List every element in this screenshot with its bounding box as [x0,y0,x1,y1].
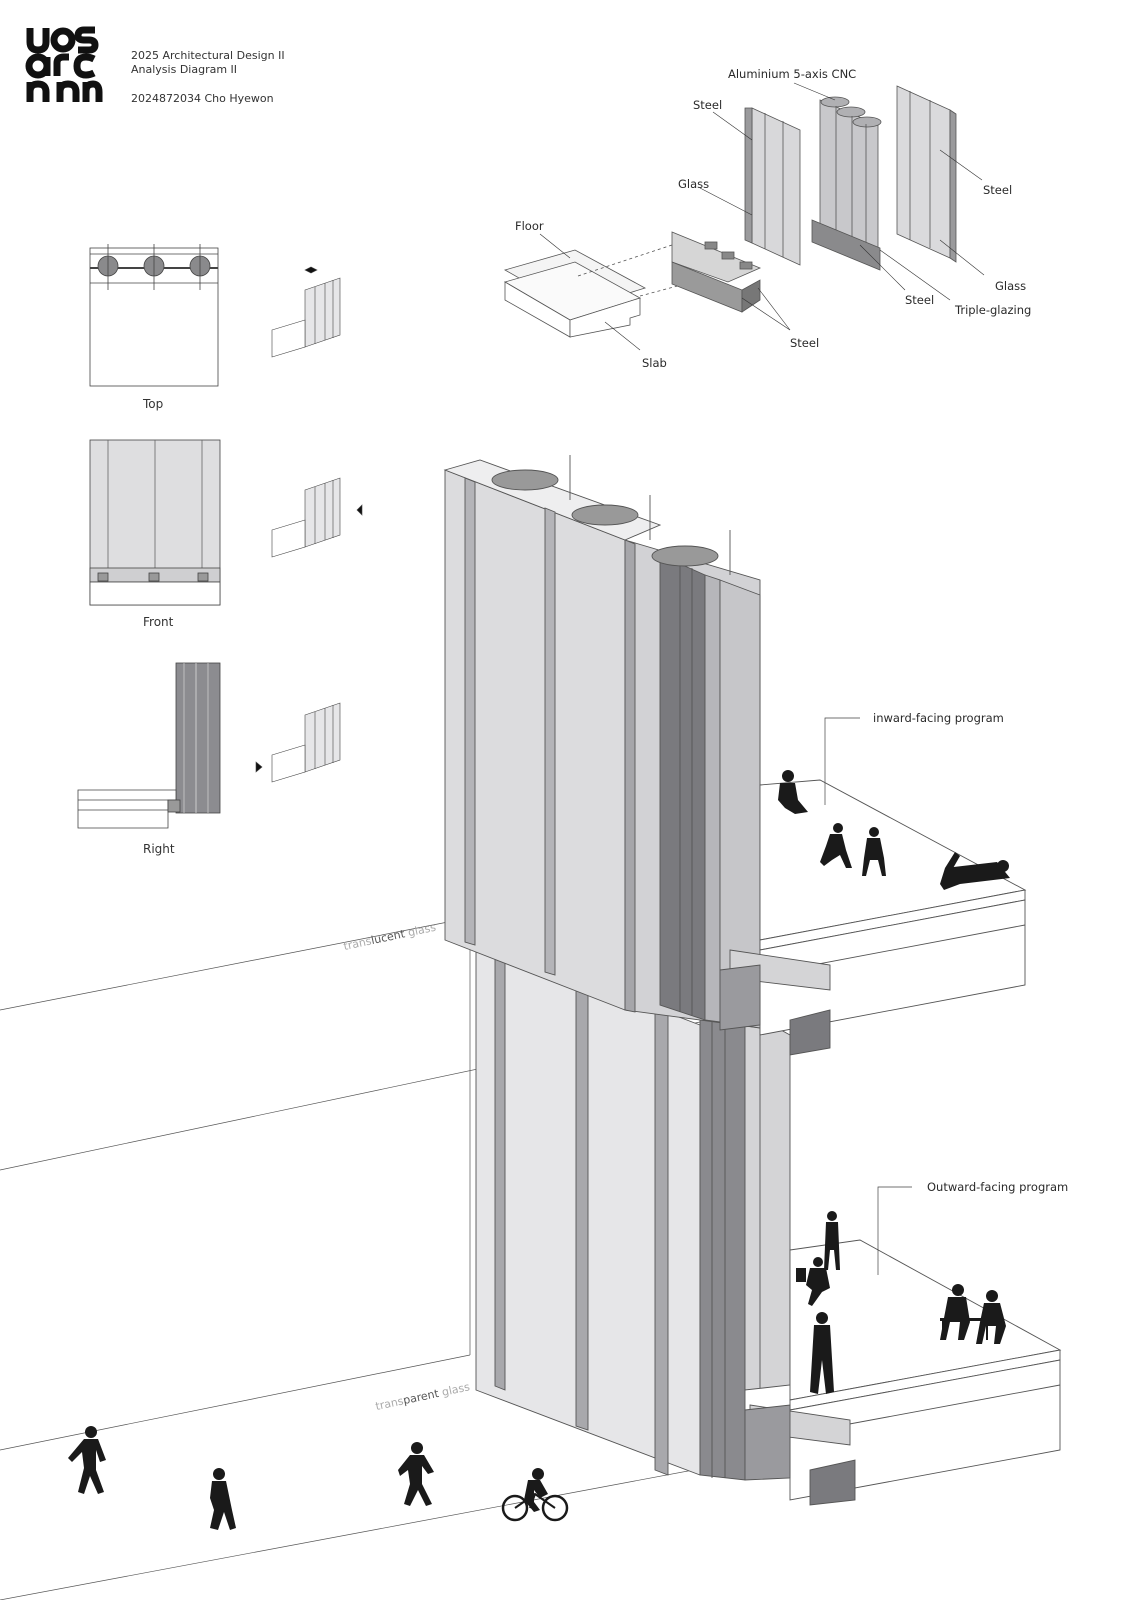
steel-label-top: Steel [693,98,723,112]
front-view-label: Front [143,615,174,629]
person-standing-front-icon [810,1312,834,1394]
steel-glass-panel-2 [896,85,951,259]
outward-program-label: Outward-facing program [927,1180,1069,1194]
person-laptop-icon [796,1257,830,1306]
glass-label-right: Glass [995,279,1027,293]
people-silhouettes [68,770,1010,1530]
slab-side [569,297,641,338]
iso-thumbnail-front [271,477,363,558]
top-view-label: Top [143,397,164,411]
floor-label: Floor [515,219,544,233]
people-at-table-icon [940,1284,1006,1344]
inward-program-label: inward-facing program [873,711,1004,725]
person-standing-icon [862,827,886,876]
author-label: 2024872034 Cho Hyewon [131,92,274,105]
pedestrian-walking-icon [68,1426,106,1494]
person-lying-icon [940,852,1010,890]
person-sitting-icon [778,770,808,814]
exploded-assembly [503,82,985,351]
outward-leader [877,1186,912,1275]
course-title: 2025 Architectural Design II [131,49,285,62]
glass-label-left: Glass [678,177,710,191]
steel-label-right: Steel [983,183,1013,197]
inward-leader [824,717,860,805]
triple-glazing-label: Triple-glazing [955,303,1032,317]
top-view [89,244,219,387]
cyclist-icon [501,1468,569,1522]
right-view [77,662,221,829]
steel-glass-panel-1 [751,107,801,266]
ground-lines [0,921,721,1600]
iso-thumbnail-right [255,702,341,783]
steel-connector-label: Steel [790,336,820,350]
pedestrian-coat-icon [210,1468,236,1530]
slab-label: Slab [642,356,667,370]
person-chair-icon [820,823,852,868]
facade-axonometric [0,455,1062,1600]
sheet-title: Analysis Diagram II [131,63,238,76]
front-view [89,439,221,606]
pedestrian-striding-icon [398,1442,434,1506]
steel-label-bottom: Steel [905,293,935,307]
iso-thumbnail-top [271,266,341,358]
right-view-label: Right [143,842,175,856]
person-standing-tall-icon [824,1211,840,1270]
aluminium-cnc-label: Aluminium 5-axis CNC [728,67,857,81]
